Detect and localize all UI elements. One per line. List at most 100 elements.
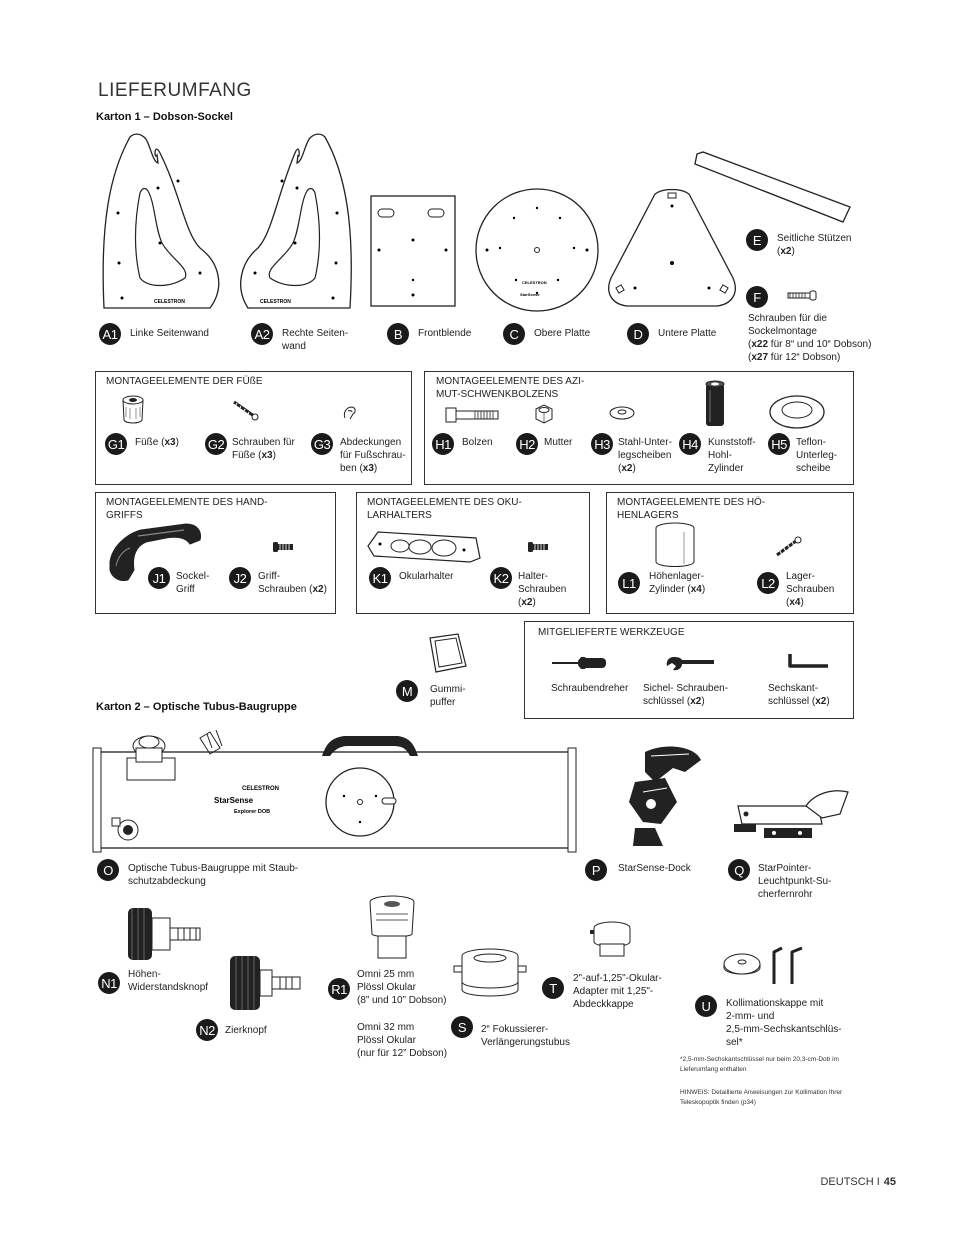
collimation-hint: HINWEIS: Detaillierte Anweisungen zur Ko… xyxy=(680,1089,843,1106)
bolt-illustration xyxy=(445,407,499,423)
badge-A2: A2 xyxy=(251,323,273,345)
label-optical-tube: Optische Tubus-Baugruppe mit Staub- schu… xyxy=(128,863,299,887)
teflon-washer-illustration xyxy=(769,395,825,429)
handle-screw-illustration xyxy=(273,542,293,552)
brand-mark: CELESTRON xyxy=(242,786,279,792)
badge-M: M xyxy=(396,680,418,702)
label-nut: Mutter xyxy=(544,437,573,448)
label-rubber-bumper: Gummi- puffer xyxy=(430,684,466,708)
badge-H2: H2 xyxy=(516,433,538,455)
label-right-side-panel: Rechte Seiten- wand xyxy=(282,328,349,352)
label-decorative-knob: Zierknopf xyxy=(225,1025,267,1036)
brand-mark: CELESTRON xyxy=(260,299,291,305)
badge-J1: J1 xyxy=(148,567,170,589)
badge-J2: J2 xyxy=(229,567,251,589)
badge-H5: H5 xyxy=(768,433,790,455)
altitude-tension-knob-illustration xyxy=(128,908,201,960)
wrench-icon xyxy=(666,657,714,671)
badge-K1: K1 xyxy=(369,567,391,589)
front-panel-illustration xyxy=(370,195,456,307)
badge-G2: G2 xyxy=(205,433,227,455)
label-bottom-plate: Untere Platte xyxy=(658,328,717,339)
badge-K2: K2 xyxy=(490,567,512,589)
azimuth-hardware-box xyxy=(424,371,854,485)
badge-L1: L1 xyxy=(618,572,640,594)
label-screw-covers: Abdeckungen für Fußschrau- ben (x3) xyxy=(340,437,406,474)
badge-T: T xyxy=(542,977,564,999)
label-base-handle: Sockel- Griff xyxy=(176,571,210,595)
badge-U: U xyxy=(695,995,717,1017)
top-plate-illustration: CELESTRON StarSense xyxy=(475,188,599,312)
eyepiece-hardware-title: MONTAGEELEMENTE DES OKU- LARHALTERS xyxy=(367,497,522,521)
badge-L2: L2 xyxy=(757,572,779,594)
badge-Q: Q xyxy=(728,859,750,881)
label-wrench: Sichel- Schrauben- schlüssel (x2) xyxy=(643,683,729,707)
model-mark: Explorer DOB xyxy=(234,809,270,815)
label-top-plate: Obere Platte xyxy=(534,328,591,339)
eyepiece-hardware-box xyxy=(356,492,590,614)
badge-S: S xyxy=(451,1016,473,1038)
label-32mm-eyepiece: Omni 32 mm Plössl Okular (nur für 12” Do… xyxy=(357,1022,448,1059)
badge-G3: G3 xyxy=(311,433,333,455)
optical-tube-illustration: CELESTRON StarSense Explorer DOB xyxy=(92,729,577,853)
brand-mark: CELESTRON xyxy=(154,299,185,305)
altitude-hardware-title: MONTAGEELEMENTE DES HÖ- HENLAGERS xyxy=(617,497,766,521)
label-teflon-washer: Teflon- Unterleg- scheibe xyxy=(796,437,838,474)
label-steel-washers: Stahl-Unter- legscheiben(x2) xyxy=(618,437,672,474)
foot-screw-illustration xyxy=(233,400,259,421)
hollow-cylinder-illustration xyxy=(705,380,725,426)
badge-A1: A1 xyxy=(99,323,121,345)
rack-screw-illustration xyxy=(528,542,548,552)
screwdriver-icon xyxy=(552,657,606,669)
bottom-plate-illustration xyxy=(608,188,736,307)
product-mark: StarSense xyxy=(214,796,254,805)
handle-illustration xyxy=(109,523,201,581)
badge-P: P xyxy=(585,859,607,881)
badge-G1: G1 xyxy=(105,433,127,455)
feet-hardware-box xyxy=(95,371,412,485)
label-starpointer-finder: StarPointer- Leuchtpunkt-Su- cherfernroh… xyxy=(758,863,832,900)
badge-H4: H4 xyxy=(679,433,701,455)
label-eyepiece-adapter: 2"-auf-1,25"-Okular- Adapter mit 1,25"- … xyxy=(573,973,662,1010)
azimuth-hardware-title: MONTAGEELEMENTE DES AZI- MUT-SCHWENKBOLZ… xyxy=(436,376,585,400)
eyepiece-illustration xyxy=(369,895,415,959)
starpointer-finder-illustration xyxy=(734,790,849,838)
label-base-screws: Schrauben für die Sockelmontage(x22 für … xyxy=(748,313,872,363)
tools-box xyxy=(524,621,854,719)
badge-F: F xyxy=(746,286,768,308)
foot-illustration xyxy=(122,395,144,424)
badge-E: E xyxy=(746,229,768,251)
badge-O: O xyxy=(97,859,119,881)
nut-illustration xyxy=(535,404,553,424)
label-side-struts: Seitliche Stützen(x2) xyxy=(777,233,852,257)
base-screw-illustration xyxy=(787,290,817,301)
eyepiece-adapter-illustration xyxy=(590,921,631,957)
label-front-panel: Frontblende xyxy=(418,328,472,339)
badge-H1: H1 xyxy=(432,433,454,455)
extension-tube-illustration xyxy=(453,948,527,997)
box1-heading: Karton 1 – Dobson-Sockel xyxy=(96,111,233,123)
footnote: *2,5-mm-Sechskantschlüssel nur beim 20,3… xyxy=(680,1056,839,1073)
altitude-cylinder-illustration xyxy=(655,522,695,567)
badge-N2: N2 xyxy=(196,1019,218,1041)
feet-hardware-title: MONTAGEELEMENTE DER FÜßE xyxy=(106,376,263,387)
bearing-screw-illustration xyxy=(776,536,802,557)
badge-N1: N1 xyxy=(98,972,120,994)
badge-R1: R1 xyxy=(328,978,350,1000)
left-side-panel-illustration: CELESTRON xyxy=(102,133,220,309)
decorative-knob-illustration xyxy=(230,956,301,1010)
tools-title: MITGELIEFERTE WERKZEUGE xyxy=(538,627,685,638)
label-eyepiece-rack: Okularhalter xyxy=(399,571,454,582)
label-altitude-cylinders: Höhenlager- Zylinder (x4) xyxy=(649,571,706,595)
page-number: 45 xyxy=(883,1176,896,1188)
label-rack-screws: Halter- Schrauben(x2) xyxy=(518,571,567,608)
eyepiece-rack-illustration xyxy=(367,531,481,563)
label-collimation-cap: Kollimationskappe mit 2-mm- und 2,5-mm-S… xyxy=(726,998,842,1048)
handle-hardware-box xyxy=(95,492,336,614)
badge-C: C xyxy=(503,323,525,345)
badge-B: B xyxy=(387,323,409,345)
handle-hardware-title: MONTAGEELEMENTE DES HAND- GRIFFS xyxy=(106,497,268,521)
starsense-dock-illustration xyxy=(629,746,701,846)
collimation-cap-illustration xyxy=(723,946,803,984)
